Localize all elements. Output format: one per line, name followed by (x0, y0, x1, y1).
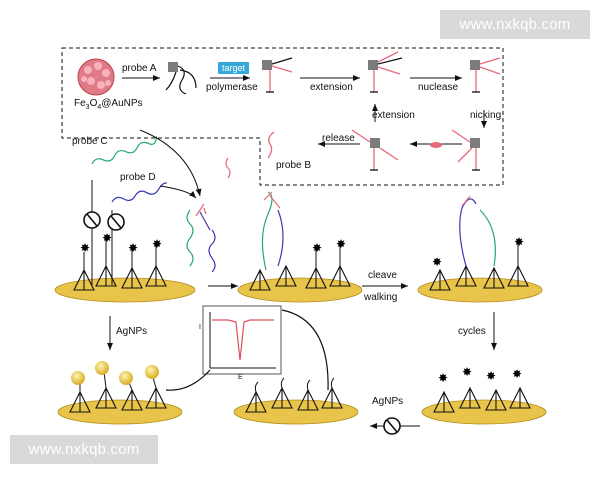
svg-text:✸: ✸ (312, 241, 322, 255)
svg-text:✸: ✸ (336, 237, 346, 251)
prohibit-icon-agnps (383, 417, 401, 435)
hybrid-assembly (186, 203, 216, 273)
cleave-label: cleave (368, 270, 397, 281)
arrow-probe-c-curve (139, 129, 202, 197)
svg-text:✸: ✸ (102, 231, 112, 245)
arrow-inset-to-bottom-middle (281, 309, 329, 391)
agnps-bottom-label: AgNPs (372, 396, 404, 407)
stage-nicking-particle (451, 129, 480, 171)
stage-probe-a-particle (165, 62, 197, 95)
probe-c-strand (91, 136, 158, 165)
svg-text:✸: ✸ (486, 369, 496, 383)
extension-top-label: extension (310, 82, 353, 93)
nicking-label: nicking (470, 110, 502, 121)
stage-polymerase-particle (262, 57, 293, 93)
svg-text:✸: ✸ (128, 241, 138, 255)
probe-d-strand (111, 182, 168, 203)
axis-i-label: I (199, 324, 201, 331)
cycles-label: cycles (458, 326, 486, 337)
stage-nuclease-particle (470, 57, 501, 93)
svg-text:✸: ✸ (514, 235, 524, 249)
release-label: release (322, 133, 355, 144)
probe-b-strand (267, 131, 275, 159)
probe-c-label: probe C (72, 136, 108, 147)
svg-text:✸: ✸ (80, 241, 90, 255)
agnps-left-label: AgNPs (116, 326, 148, 337)
probe-b-label: probe B (276, 160, 312, 171)
prohibit-icon-probe-d (107, 213, 125, 231)
polymerase-label: polymerase (206, 82, 258, 93)
arrow-inset-to-bottom-left (165, 369, 211, 391)
probe-d-label: probe D (120, 172, 156, 183)
axis-e-label: E (238, 374, 243, 381)
electrode-bottom-left (57, 361, 183, 425)
electrode-bottom-middle (233, 377, 359, 425)
electrode-right: ✸ ✸ (417, 195, 543, 303)
nuclease-label: nuclease (418, 82, 459, 93)
voltammogram-inset (202, 305, 282, 375)
walking-label: walking (364, 292, 398, 303)
dashed-box-outline (61, 47, 504, 186)
watermark-bottom: www.nxkqb.com (10, 435, 158, 464)
electrode-left: ✸ ✸ ✸ ✸ (54, 180, 196, 303)
svg-text:✸: ✸ (438, 371, 448, 385)
electrode-middle: ✸ ✸ (237, 191, 363, 303)
svg-text:✸: ✸ (512, 367, 522, 381)
target-badge: target (218, 62, 250, 74)
svg-text:✸: ✸ (152, 237, 162, 251)
stage-extension-particle (368, 51, 403, 93)
prohibit-icon-probe-c (83, 211, 101, 229)
probe-a-label: probe A (122, 63, 157, 74)
electrode-bottom-right: ✸ ✸ ✸ ✸ (421, 365, 547, 425)
arrow-probe-d-curve (159, 185, 197, 199)
stage-release-particle (351, 129, 399, 171)
fe3o4-aunp-particle (77, 58, 115, 96)
fe3o4-aunps-label: Fe3O4@AuNPs (74, 98, 143, 111)
released-fragment (430, 142, 442, 148)
extension-mid-label: extension (372, 110, 415, 121)
svg-text:✸: ✸ (462, 365, 472, 379)
svg-text:✸: ✸ (432, 255, 442, 269)
probe-b-input (225, 157, 231, 179)
watermark-top: www.nxkqb.com (440, 10, 590, 39)
